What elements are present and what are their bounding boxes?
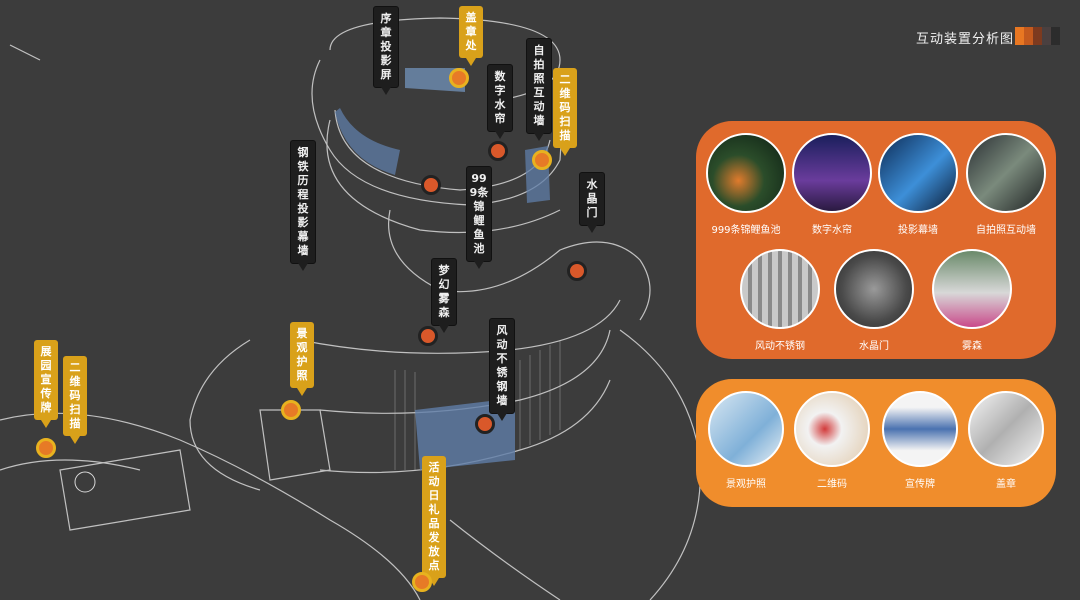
billboard-photo [882, 391, 958, 467]
swatch-4 [1042, 27, 1051, 45]
installations-panel: 999条锦鲤鱼池 数字水帘 投影幕墙 自拍照互动墙 风动不锈钢 水晶门 雾森 [696, 121, 1056, 359]
passport-photo [708, 391, 784, 467]
callout-garden-billboard: 展园宣传牌 [34, 340, 58, 428]
callout-qr-scan-top: 二维码扫描 [553, 68, 577, 156]
callout-preface-screen: 序章投影屏 [373, 6, 399, 95]
color-swatches [1015, 27, 1060, 45]
callout-steel-projection-wall: 钢铁历程投影幕墙 [290, 140, 316, 271]
callout-stamp: 盖章处 [459, 6, 483, 66]
crystal-gate-photo [834, 249, 914, 329]
item-koi-pond: 999条锦鲤鱼池 [702, 133, 790, 236]
mist-forest-photo [932, 249, 1012, 329]
qr-code-photo [794, 391, 870, 467]
stamp-photo [968, 391, 1044, 467]
item-selfie-wall: 自拍照互动墙 [962, 133, 1050, 236]
digital-water-curtain-photo [792, 133, 872, 213]
callout-koi-pond: 999条锦鲤鱼池 [466, 166, 492, 269]
pin-koi-pond [421, 175, 441, 195]
selfie-wall-photo [966, 133, 1046, 213]
callout-landscape-passport: 景观护照 [290, 322, 314, 396]
koi-pond-photo [706, 133, 786, 213]
callout-digital-water-curtain: 数字水帘 [487, 64, 513, 139]
pin-crystal-gate [567, 261, 587, 281]
callout-gift-point: 活动日礼品发放点 [422, 456, 446, 586]
signboard-logo [74, 471, 96, 493]
wind-steel-photo [740, 249, 820, 329]
pin-landscape-passport [281, 400, 301, 420]
swatch-1 [1015, 27, 1024, 45]
callout-crystal-gate: 水晶门 [579, 172, 605, 233]
item-qr-code: 二维码 [788, 391, 876, 490]
callout-wind-steel-wall: 风动不锈钢墙 [489, 318, 515, 421]
page-title: 互动装置分析图 [916, 32, 1015, 47]
callout-selfie-wall: 自拍照互动墙 [526, 38, 552, 141]
pin-dream-mist-forest [418, 326, 438, 346]
item-stamp: 盖章 [962, 391, 1050, 490]
pin-garden-billboard [36, 438, 56, 458]
swatch-2 [1024, 27, 1033, 45]
projection-wall-photo [878, 133, 958, 213]
pin-wind-steel-wall [475, 414, 495, 434]
callout-qr-scan-left: 二维码扫描 [63, 356, 87, 444]
pin-gift-point [412, 572, 432, 592]
item-digital-water-curtain: 数字水帘 [788, 133, 876, 236]
callout-dream-mist-forest: 梦幻雾森 [431, 258, 457, 333]
item-landscape-passport: 景观护照 [702, 391, 790, 490]
item-projection-wall: 投影幕墙 [874, 133, 962, 236]
steel-projection-wall-shape [335, 108, 400, 175]
swatch-5 [1051, 27, 1060, 45]
item-wind-steel: 风动不锈钢 [736, 249, 824, 352]
activities-panel: 景观护照 二维码 宣传牌 盖章 [696, 379, 1056, 507]
pin-digital-water-curtain [488, 141, 508, 161]
pin-stamp [449, 68, 469, 88]
item-mist-forest: 雾森 [928, 249, 1016, 352]
pin-qr-scan-top [532, 150, 552, 170]
item-billboard: 宣传牌 [876, 391, 964, 490]
swatch-3 [1033, 27, 1042, 45]
item-crystal-gate: 水晶门 [830, 249, 918, 352]
